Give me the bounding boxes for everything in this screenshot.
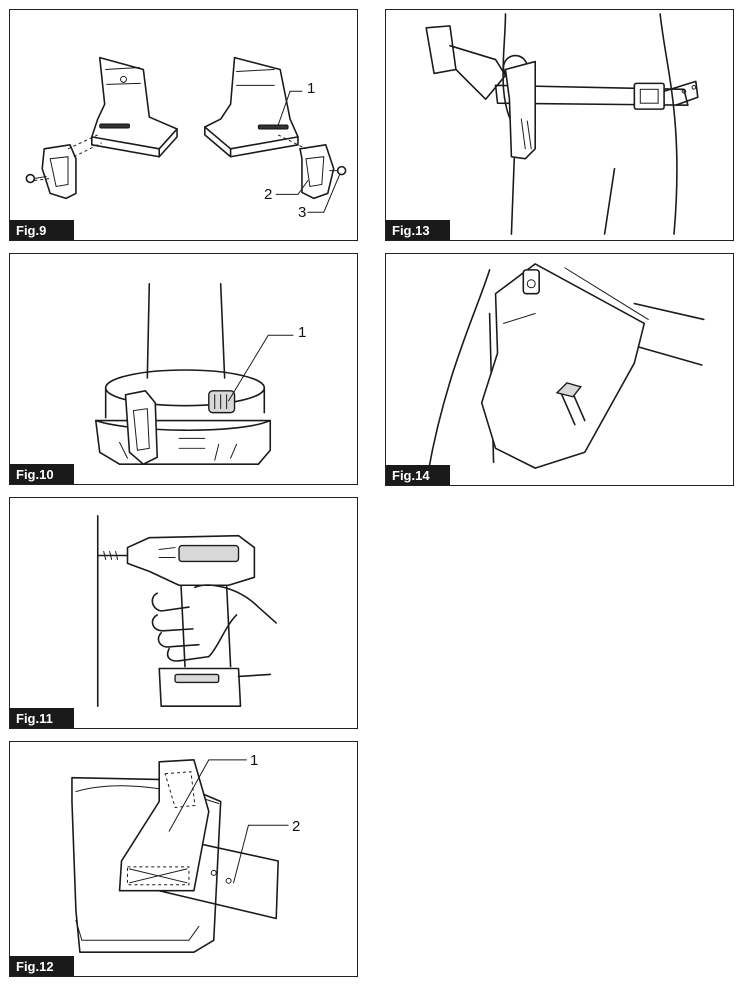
fig9-illustration — [25, 56, 347, 213]
fig11-label: Fig.11 — [10, 708, 74, 728]
fig9-callout-1: 1 — [307, 80, 316, 97]
fig9-label: Fig.9 — [10, 220, 74, 240]
figure-10-panel: 1 Fig.10 — [9, 253, 358, 485]
fig12-callout-2: 2 — [292, 818, 301, 835]
fig12-illustration — [71, 759, 289, 953]
figure-9-panel: 1 2 3 Fig.9 — [9, 9, 358, 241]
fig13-illustration — [425, 13, 699, 235]
figure-11-panel: Fig.11 — [9, 497, 358, 729]
fig14-illustration — [427, 263, 705, 473]
figure-13-panel: Fig.13 — [385, 9, 734, 241]
fig10-label: Fig.10 — [10, 464, 74, 484]
fig9-callout-2: 2 — [264, 186, 273, 203]
fig9-callout-3: 3 — [298, 204, 307, 221]
figure-14-panel: Fig.14 — [385, 253, 734, 486]
fig12-callout-1: 1 — [250, 752, 259, 769]
fig11-illustration — [96, 515, 277, 707]
fig12-label: Fig.12 — [10, 956, 74, 976]
fig14-label: Fig.14 — [386, 465, 450, 485]
figure-12-panel: 1 2 Fig.12 — [9, 741, 358, 977]
fig13-label: Fig.13 — [386, 220, 450, 240]
fig10-callout-1: 1 — [298, 324, 307, 341]
fig10-illustration — [94, 282, 294, 465]
